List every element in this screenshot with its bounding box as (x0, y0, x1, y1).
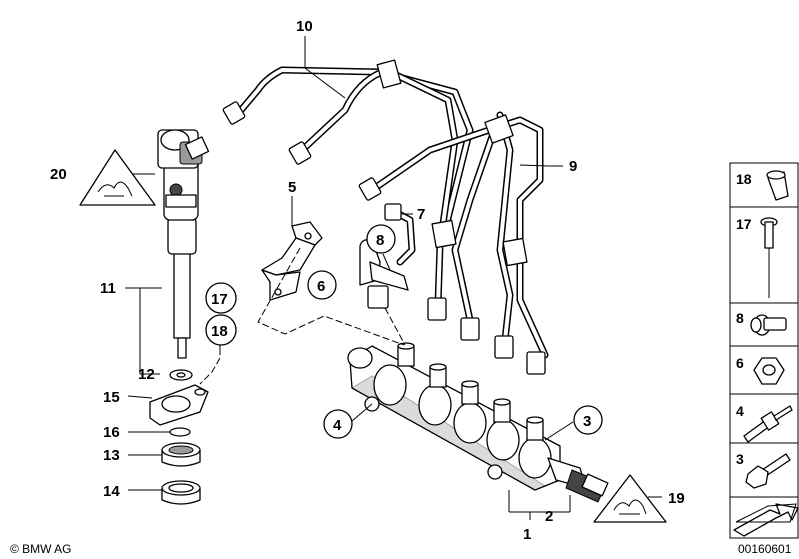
callout-3: 3 (583, 413, 591, 430)
callout-11: 11 (100, 280, 116, 297)
callout-circle (366, 224, 396, 254)
copyright-text: © BMW AG (10, 542, 72, 556)
warning-triangle-icon (593, 474, 667, 523)
fuel-injector[interactable] (157, 129, 210, 359)
o-ring[interactable] (169, 427, 191, 437)
rail-port (429, 363, 447, 388)
callout-9: 9 (569, 158, 577, 175)
rivet-icon (760, 217, 778, 298)
stud-bolt-icon (743, 405, 793, 443)
callout-18: 18 (211, 323, 228, 340)
bracket-5[interactable] (261, 221, 323, 301)
callout-circle (323, 409, 353, 439)
legend-label-4: 4 (736, 403, 744, 419)
callout-20: 20 (50, 166, 67, 183)
bracket-8[interactable] (359, 238, 409, 309)
pressure-sensor[interactable] (547, 457, 609, 503)
hex-nut-icon (753, 357, 785, 385)
fuel-rail[interactable] (347, 342, 609, 503)
copper-washer[interactable] (169, 369, 193, 381)
legend-label-17: 17 (736, 216, 752, 232)
callout-6: 6 (317, 278, 325, 295)
sleeve-icon (766, 170, 789, 201)
legend-label-6: 6 (736, 355, 744, 371)
callout-circle (205, 282, 237, 314)
callout-8: 8 (376, 232, 384, 249)
callout-13: 13 (103, 447, 120, 464)
screw-washer-icon (750, 314, 787, 336)
warning-triangle-icon (79, 149, 156, 206)
callout-15: 15 (103, 389, 120, 406)
callout-4: 4 (333, 417, 342, 434)
callout-circle (205, 314, 237, 346)
small-parts-legend: 18 17 8 6 4 3 (729, 162, 799, 539)
callout-7: 7 (417, 206, 425, 223)
clamp-plate[interactable] (149, 384, 209, 426)
callout-2: 2 (545, 508, 553, 525)
seal-ring[interactable] (161, 442, 201, 467)
callout-14: 14 (103, 483, 120, 500)
rail-port (493, 398, 511, 423)
rail-port (526, 416, 544, 441)
callout-circle (573, 405, 603, 435)
injection-pipes[interactable] (222, 59, 549, 375)
callout-1: 1 (523, 526, 531, 543)
legend-label-18: 18 (736, 171, 752, 187)
callout-16: 16 (103, 424, 120, 441)
callout-17: 17 (211, 291, 228, 308)
legend-label-8: 8 (736, 310, 744, 326)
callout-5: 5 (288, 179, 296, 196)
rail-port (461, 380, 479, 405)
legend-label-3: 3 (736, 451, 744, 467)
callout-10: 10 (296, 18, 313, 35)
callout-circle (307, 270, 337, 300)
rail-port (397, 342, 415, 367)
sealing-ring[interactable] (161, 480, 201, 505)
callout-19: 19 (668, 490, 685, 507)
callout-12: 12 (138, 366, 155, 383)
diagram-number: 00160601 (738, 542, 792, 556)
arrow-icon (733, 503, 799, 537)
hex-bolt-icon (745, 453, 791, 489)
